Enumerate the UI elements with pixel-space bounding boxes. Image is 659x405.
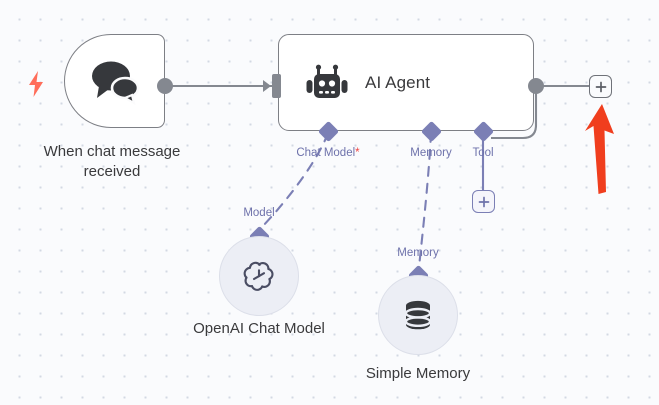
chat-model-port-label-text: Chat Model bbox=[296, 147, 356, 159]
memory-endpoint-label: Memory bbox=[397, 247, 439, 259]
plus-icon bbox=[478, 196, 489, 207]
model-endpoint-label: Model bbox=[243, 207, 275, 219]
node-simple-memory[interactable] bbox=[378, 275, 458, 355]
agent-input-port[interactable] bbox=[272, 74, 281, 98]
openai-logo-icon bbox=[243, 261, 274, 291]
lightning-bolt-icon bbox=[29, 71, 43, 97]
node-openai-chat-model[interactable] bbox=[219, 236, 299, 316]
robot-icon bbox=[306, 64, 348, 98]
memory-node-caption: Simple Memory bbox=[365, 365, 471, 382]
trigger-node-caption: When chat message received bbox=[43, 143, 181, 180]
tool-port-label: Tool bbox=[472, 147, 494, 159]
add-node-button[interactable] bbox=[589, 75, 612, 98]
chat-model-node-caption: OpenAI Chat Model bbox=[193, 320, 325, 337]
add-tool-button[interactable] bbox=[472, 190, 495, 213]
agent-node-title: AI Agent bbox=[365, 72, 431, 92]
agent-input-arrow-icon bbox=[263, 80, 271, 92]
chat-model-required-marker: * bbox=[355, 147, 360, 159]
chat-bubbles-icon bbox=[91, 61, 139, 105]
agent-output-port[interactable] bbox=[528, 78, 544, 94]
node-when-chat-message-received[interactable] bbox=[64, 34, 165, 128]
trigger-output-port[interactable] bbox=[157, 78, 173, 94]
plus-icon bbox=[595, 81, 606, 92]
chat-model-port-label: Chat Model* bbox=[268, 147, 388, 159]
node-ai-agent[interactable]: AI Agent bbox=[278, 34, 534, 131]
red-up-arrow-annotation bbox=[585, 104, 614, 194]
memory-port-label: Memory bbox=[410, 147, 452, 159]
database-icon bbox=[404, 300, 432, 330]
